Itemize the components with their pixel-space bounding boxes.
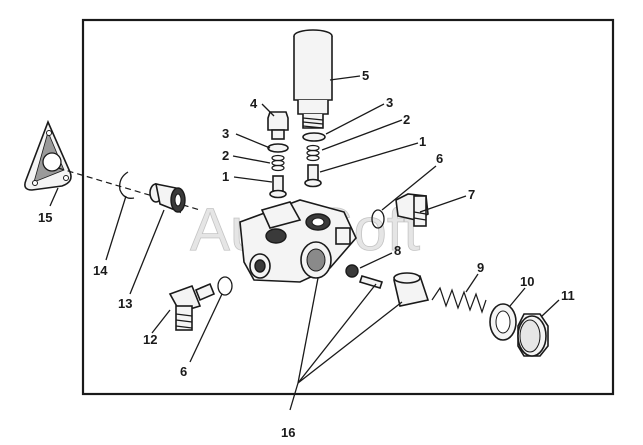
callout-12: 12 — [143, 332, 157, 347]
valve-seat-part — [345, 264, 359, 278]
callout-6-upper: 6 — [436, 151, 443, 166]
hand-primer-part — [293, 29, 333, 129]
callout-14: 14 — [93, 263, 108, 278]
pin-right-part — [304, 164, 322, 188]
callout-5: 5 — [362, 68, 369, 83]
elbow-fitting-upper-part — [395, 193, 429, 227]
callout-16: 16 — [281, 425, 295, 440]
callout-3-left: 3 — [222, 126, 229, 141]
callout-1-left: 1 — [222, 169, 229, 184]
cap-nut-part — [517, 313, 549, 357]
callout-2-right: 2 — [403, 112, 410, 127]
callout-1-right: 1 — [419, 134, 426, 149]
leader-lines — [49, 75, 560, 411]
washer-right-part — [302, 132, 326, 142]
callout-15: 15 — [38, 210, 52, 225]
diagram-frame — [81, 18, 615, 396]
callout-4: 4 — [250, 96, 258, 111]
o-ring-lower-part — [217, 276, 233, 296]
callout-10: 10 — [520, 274, 534, 289]
callout-11: 11 — [561, 288, 575, 303]
callout-7: 7 — [468, 187, 475, 202]
callout-3-right: 3 — [386, 95, 393, 110]
spring-right-part — [306, 144, 320, 162]
elbow-fitting-lower-part — [168, 282, 216, 331]
valve-pin-part — [358, 275, 384, 289]
snap-ring-part — [119, 171, 135, 199]
pin-left-part — [269, 175, 287, 199]
spring-left-part — [271, 154, 285, 172]
gasket-part — [24, 119, 72, 191]
o-ring-upper-part — [371, 209, 385, 229]
valve-cylinder-part — [393, 272, 430, 307]
sealing-ring-part — [489, 303, 517, 341]
relief-spring-part — [431, 286, 487, 314]
plug-bolt-part — [267, 111, 289, 140]
callout-9: 9 — [477, 260, 484, 275]
pump-body-part — [239, 199, 357, 283]
washer-left-part — [267, 143, 289, 153]
callout-2-left: 2 — [222, 148, 229, 163]
callout-13: 13 — [118, 296, 132, 311]
plug-fitting-part — [149, 182, 186, 214]
callout-8: 8 — [394, 243, 401, 258]
callout-6-lower: 6 — [180, 364, 187, 379]
